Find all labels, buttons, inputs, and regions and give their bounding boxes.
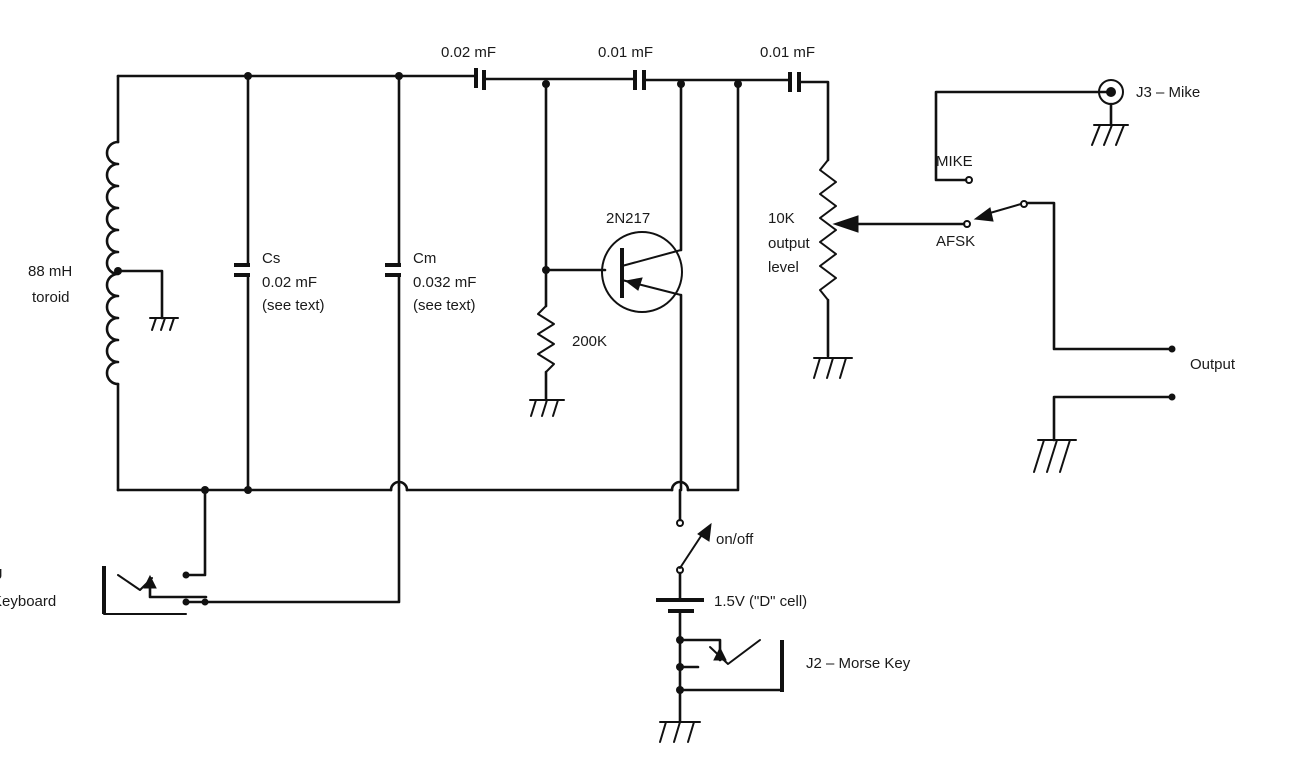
cap-c2-label: 0.01 mF <box>598 44 653 61</box>
ground-icon <box>813 357 853 379</box>
ground-icon <box>659 688 701 743</box>
mike-switch-label: MIKE <box>936 153 973 170</box>
bias-network <box>537 80 607 402</box>
inductor-label-value: 88 mH <box>28 263 72 280</box>
battery <box>656 598 704 694</box>
output-label: Output <box>1190 356 1236 373</box>
cm-label-name: Cm <box>413 250 436 267</box>
transistor-label: 2N217 <box>606 210 650 227</box>
ground-icon <box>149 317 179 331</box>
keyboard-jack-label-line1: J <box>0 566 3 583</box>
transistor-2n217 <box>601 80 685 492</box>
inductor-label-type: toroid <box>32 289 70 306</box>
capacitor-c3 <box>788 72 801 92</box>
cm-label-note: (see text) <box>413 297 476 314</box>
output-terminals <box>1052 345 1176 442</box>
pot-label-line2: output <box>768 235 811 252</box>
power-switch-label: on/off <box>716 531 754 548</box>
morse-key-jack <box>678 638 784 692</box>
battery-label: 1.5V ("D" cell) <box>714 593 807 610</box>
ground-icon <box>529 399 565 417</box>
capacitor-cm <box>204 72 403 604</box>
top-rail <box>116 74 830 162</box>
cm-label-value: 0.032 mF <box>413 274 476 291</box>
keyboard-jack-label-line2: Keyboard <box>0 593 56 610</box>
pot-label-value: 10K <box>768 210 795 227</box>
cap-c1-label: 0.02 mF <box>441 44 496 61</box>
morse-jack-label: J2 – Morse Key <box>806 655 911 672</box>
capacitor-c2 <box>633 70 646 90</box>
ground-icon <box>1033 439 1077 473</box>
inductor-toroid <box>105 74 164 492</box>
capacitor-cs <box>234 72 252 494</box>
mode-selector-switch <box>934 90 1172 351</box>
capacitor-c1 <box>474 68 486 90</box>
cs-label-value: 0.02 mF <box>262 274 317 291</box>
afsk-switch-label: AFSK <box>936 233 975 250</box>
cap-c3-label: 0.01 mF <box>760 44 815 61</box>
keyboard-jack <box>102 488 209 615</box>
pot-label-line3: level <box>768 259 799 276</box>
mike-jack <box>1091 79 1129 146</box>
resistor-label: 200K <box>572 333 607 350</box>
mike-jack-label: J3 – Mike <box>1136 84 1200 101</box>
cs-label-note: (see text) <box>262 297 325 314</box>
cs-label-name: Cs <box>262 250 280 267</box>
output-level-pot <box>819 159 971 358</box>
power-switch <box>676 488 712 600</box>
